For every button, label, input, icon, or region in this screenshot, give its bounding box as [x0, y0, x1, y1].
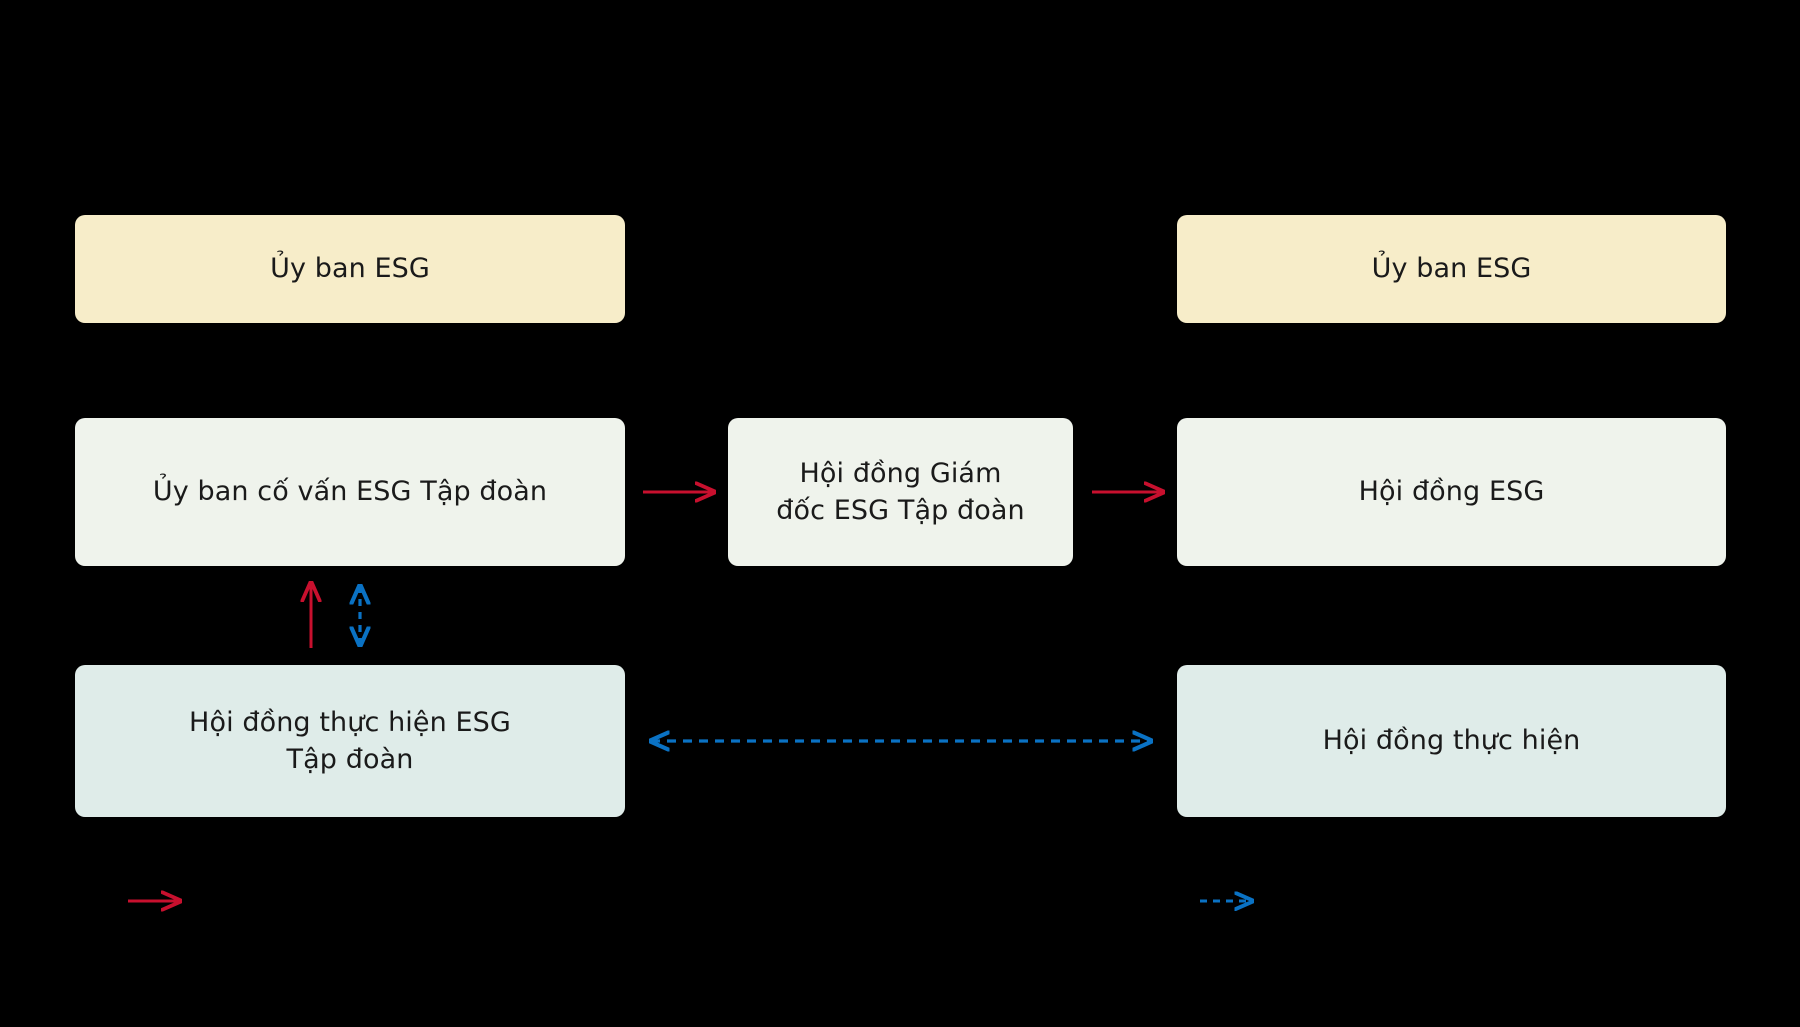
legend-solid-arrow: [128, 890, 204, 912]
legend-dashed-arrow: [1200, 890, 1276, 912]
node-committee-left[interactable]: Ủy ban ESG: [75, 215, 625, 323]
node-exec-left[interactable]: Hội đồng thực hiện ESG Tập đoàn: [75, 665, 625, 817]
node-council-right[interactable]: Hội đồng ESG: [1177, 418, 1726, 566]
node-exec-right[interactable]: Hội đồng thực hiện: [1177, 665, 1726, 817]
legend-dashed-arrow-icon: [1200, 890, 1262, 912]
node-advisory-left[interactable]: Ủy ban cố vấn ESG Tập đoàn: [75, 418, 625, 566]
node-committee-right[interactable]: Ủy ban ESG: [1177, 215, 1726, 323]
legend-solid-arrow-icon: [128, 890, 190, 912]
node-board-center[interactable]: Hội đồng Giám đốc ESG Tập đoàn: [728, 418, 1073, 566]
